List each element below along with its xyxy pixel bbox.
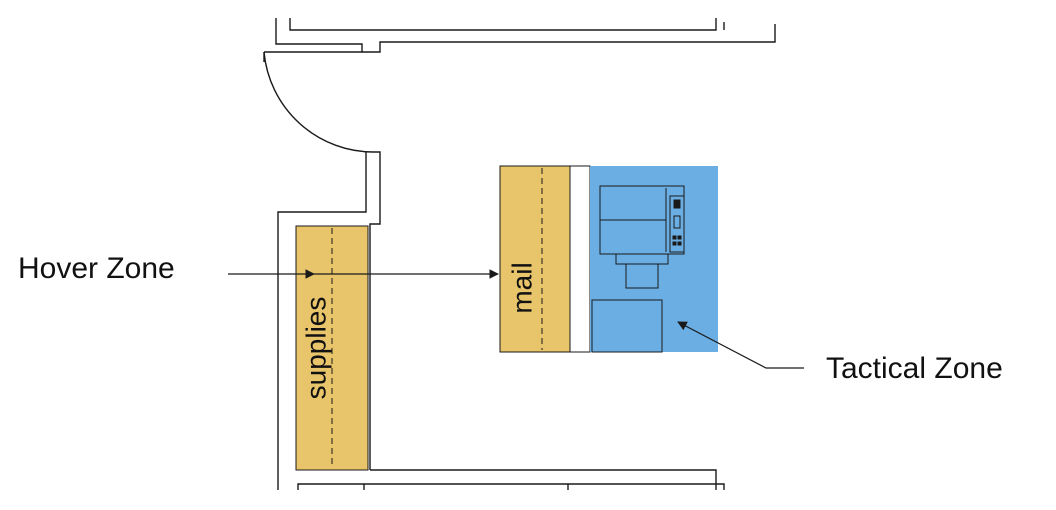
printer-icon xyxy=(599,185,685,289)
supplies-counter: supplies xyxy=(295,225,369,471)
mail-label: mail xyxy=(506,262,537,313)
left-wall xyxy=(277,151,725,490)
mail-counter: mail xyxy=(499,165,591,353)
hover-zone-label: Hover Zone xyxy=(18,252,175,285)
top-wall xyxy=(264,18,776,53)
tactical-zone-area xyxy=(590,166,718,353)
arrow-icon xyxy=(677,321,804,369)
supplies-label: supplies xyxy=(300,297,331,400)
tactical-zone-label: Tactical Zone xyxy=(826,352,1003,385)
door-swing-icon xyxy=(263,51,375,153)
